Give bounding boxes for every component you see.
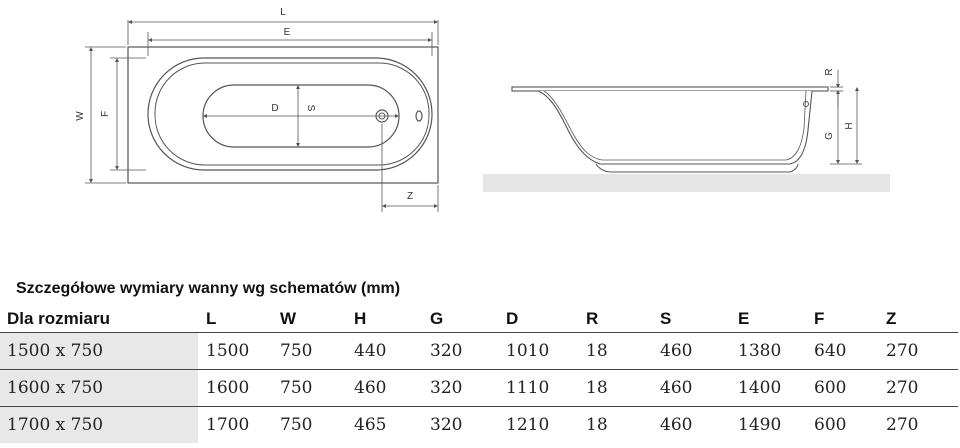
header-D: D <box>506 306 586 333</box>
header-S: S <box>660 306 738 333</box>
table-cell: 1210 <box>506 415 550 435</box>
table-row: 1600 x 750 1600 750 460 320 1110 18 460 … <box>0 369 958 407</box>
row-size-label: 1500 x 750 <box>0 332 198 370</box>
dim-label-S: S <box>305 105 316 112</box>
dim-label-D: D <box>271 103 278 114</box>
table-cell: 600 <box>814 369 886 407</box>
side-tub-body <box>537 90 813 165</box>
header-H: H <box>354 306 430 333</box>
table-cell: 270 <box>886 369 958 407</box>
table-cell: 18 <box>586 415 608 435</box>
table-cell: 1010 <box>506 332 586 370</box>
table-cell: 640 <box>814 332 886 370</box>
table-row: 1500 x 750 1500 750 440 320 1010 18 460 … <box>0 332 958 370</box>
table-cell: 18 <box>586 369 660 407</box>
bathtub-schematics: L E W F D S Z R G H <box>75 7 890 212</box>
tub-outer-rim <box>127 46 439 184</box>
dim-label-Z: Z <box>407 191 413 202</box>
table-cell: 1600 <box>198 369 280 407</box>
side-rim <box>511 86 829 92</box>
table-cell: 440 <box>354 332 430 370</box>
header-G: G <box>430 306 506 333</box>
table-cell: 1490 <box>738 415 782 435</box>
table-header-row: Dla rozmiaru L W H G D R S E F Z <box>0 306 958 333</box>
table-cell: 1500 <box>198 332 280 370</box>
header-L: L <box>198 306 280 333</box>
header-size: Dla rozmiaru <box>0 306 198 333</box>
dimensions-table: Dla rozmiaru L W H G D R S E F Z 1500 x … <box>0 306 958 443</box>
table-cell: 18 <box>586 332 660 370</box>
table-cell: 270 <box>886 332 958 370</box>
table-cell: 750 <box>280 415 313 435</box>
table-cell: 750 <box>280 332 354 370</box>
side-tub-feet <box>595 163 799 173</box>
table-cell: 460 <box>660 332 738 370</box>
dim-label-W: W <box>75 111 86 121</box>
header-F: F <box>814 306 886 333</box>
table-cell: 1380 <box>738 332 814 370</box>
tub-inner-bowl-2 <box>154 62 430 166</box>
table-cell: 465 <box>354 415 387 435</box>
dim-label-E: E <box>284 27 291 38</box>
table-cell: 270 <box>886 415 919 435</box>
table-cell: 460 <box>354 369 430 407</box>
table-cell: 320 <box>430 369 506 407</box>
table-cell: 1400 <box>738 369 814 407</box>
dim-label-R: R <box>824 68 835 75</box>
table-cell: 1110 <box>506 369 586 407</box>
table-row: 1700 x 750 1700 750 465 320 1210 18 460 … <box>0 406 958 443</box>
table-cell: 750 <box>280 369 354 407</box>
spec-table-title: Szczegółowe wymiary wanny wg schematów (… <box>16 280 401 297</box>
tub-inner-bowl <box>147 57 433 171</box>
table-cell: 320 <box>430 415 463 435</box>
table-cell: 460 <box>660 415 693 435</box>
dim-label-G: G <box>824 132 835 140</box>
table-cell: 460 <box>660 369 738 407</box>
floor <box>483 174 890 192</box>
table-cell: 1700 <box>206 415 250 435</box>
header-Z: Z <box>886 306 958 333</box>
row-size-label: 1600 x 750 <box>0 369 198 407</box>
dim-label-F: F <box>100 111 111 117</box>
header-R: R <box>586 306 660 333</box>
table-cell: 320 <box>430 332 506 370</box>
side-view-drawing <box>483 70 890 192</box>
dim-label-H: H <box>844 122 855 129</box>
overflow-icon <box>415 110 423 122</box>
dim-label-L: L <box>280 7 286 18</box>
top-view-drawing <box>85 20 439 212</box>
header-W: W <box>280 306 354 333</box>
header-E: E <box>738 306 814 333</box>
table-cell: 600 <box>814 415 847 435</box>
row-size-label: 1700 x 750 <box>0 406 198 443</box>
